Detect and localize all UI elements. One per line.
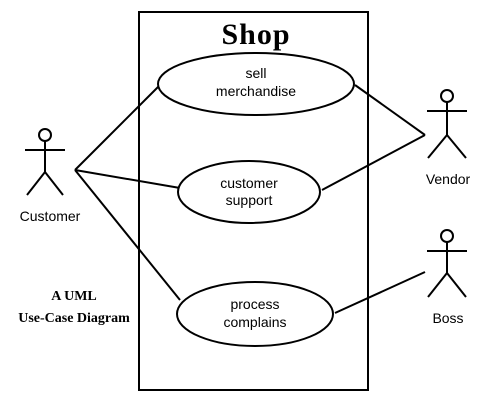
use-case-sell-label-2: merchandise (216, 83, 296, 99)
assoc-vendor-support (321, 134, 426, 191)
actor-vendor-label: Vendor (426, 171, 471, 187)
actor-boss[interactable]: Boss (427, 229, 467, 326)
associations (74, 84, 426, 314)
use-case-process-label-1: process (230, 296, 279, 312)
assoc-customer-sell (74, 84, 161, 171)
use-case-process[interactable]: process complains (176, 281, 334, 347)
actor-boss-label: Boss (432, 310, 463, 326)
use-case-sell-label-1: sell (245, 65, 266, 81)
assoc-vendor-sell (354, 84, 426, 136)
caption-line-2: Use-Case Diagram (18, 311, 130, 326)
customer-stick-figure-icon (25, 128, 65, 196)
use-case-process-label-2: complains (223, 314, 286, 330)
system-boundary (138, 11, 369, 391)
use-case-support-label-1: customer (220, 175, 278, 191)
boss-stick-figure-icon (427, 229, 467, 298)
system-title: Shop (221, 18, 290, 51)
assoc-customer-process (74, 169, 181, 301)
actor-customer[interactable]: Customer (20, 128, 81, 224)
actor-vendor[interactable]: Vendor (426, 89, 471, 187)
use-case-support[interactable]: customer support (177, 160, 321, 224)
actor-customer-label: Customer (20, 208, 81, 224)
use-case-sell[interactable]: sell merchandise (157, 52, 355, 116)
assoc-customer-support (74, 169, 181, 189)
caption-line-1: A UML (51, 289, 97, 304)
assoc-boss-process (334, 271, 426, 314)
use-case-support-label-2: support (226, 192, 273, 208)
vendor-stick-figure-icon (427, 89, 467, 159)
